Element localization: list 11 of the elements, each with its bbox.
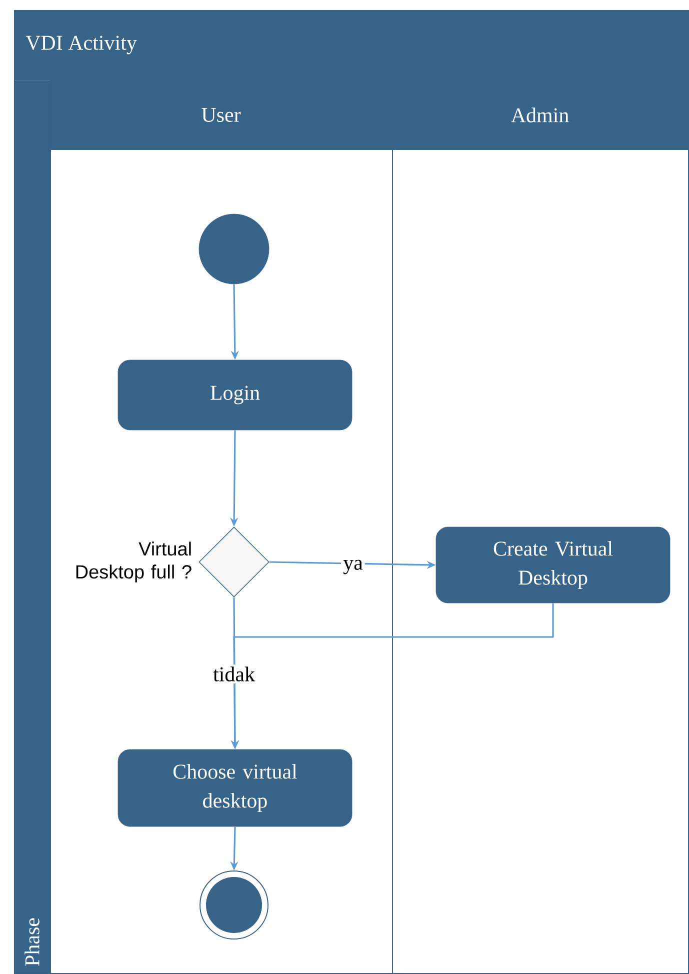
action-box: Choose virtual desktop [118, 749, 352, 827]
decision-diamond [198, 526, 270, 598]
action-box: Create Virtual Desktop [436, 526, 670, 604]
edge-label: ya [341, 558, 365, 576]
end-circle [200, 870, 268, 940]
condition-text: Virtual Desktop full ? [76, 542, 192, 582]
start-circle [198, 214, 270, 284]
phase-band: Phase [14, 80, 50, 974]
edge-label: tidak [211, 664, 257, 684]
node-label: Phase [24, 918, 40, 966]
action-box: Login [118, 360, 352, 430]
